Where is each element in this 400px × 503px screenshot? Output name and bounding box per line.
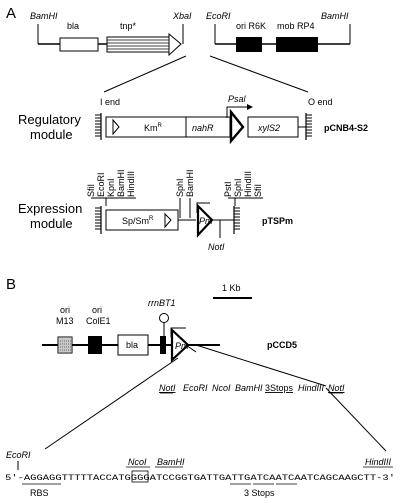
pm-label-a: Pm <box>199 216 213 226</box>
panel-b-label: B <box>6 276 16 293</box>
rrnbt1-terminator-block <box>160 336 166 354</box>
bla-label-b: bla <box>126 340 138 350</box>
site-sphi-right: SphI <box>233 178 243 197</box>
mob-rp4-label: mob RP4 <box>277 21 315 31</box>
noti-label-a: NotI <box>208 242 225 252</box>
pm-promoter-arrow-b <box>170 327 190 363</box>
mcs-noti-2: NotI <box>328 383 345 393</box>
site-sfii-right: SfiI <box>253 184 263 197</box>
pcnb4-s2-label: pCNB4-S2 <box>324 123 368 133</box>
site-hindiii-left: HindIII <box>126 171 136 197</box>
nahr-label: nahR <box>192 123 214 133</box>
expression-module: Expression module SfiI EcoRI KpnI BamHI … <box>18 169 293 252</box>
seq-bamhi-label: BamHI <box>157 457 185 467</box>
seq-ncoi-label: NcoI <box>128 457 147 467</box>
mcs-sites: NotI EcoRI NcoI BamHI 3Stops HindIII Not… <box>159 383 345 394</box>
seq-ecori-label: EcoRI <box>6 450 31 460</box>
bla-label: bla <box>67 21 79 31</box>
mcs-bamhi: BamHI <box>235 383 263 393</box>
rrnbt1-loop <box>159 313 169 323</box>
expression-right-repeat <box>233 206 240 234</box>
rrnbt1-label: rrnBT1 <box>148 298 176 308</box>
seq-hindiii-label: HindIII <box>365 457 392 467</box>
dna-sequence: 5'-AGGAGGTTTTTACCATGGGGATCCGGTGATTGATTGA… <box>5 473 395 483</box>
ori-cole1-block <box>88 336 102 354</box>
ptspm-label: pTSPm <box>262 216 293 226</box>
pm-label-b: Pm <box>175 341 189 351</box>
pm-promoter-arrow <box>196 203 214 238</box>
mcs-sequence: EcoRI NcoI BamHI HindIII 5'-AGGAGGTTTTTA… <box>5 450 395 498</box>
top-plasmid-map: BamHI bla tnp* XbaI EcoRI ori R6K mob RP… <box>30 11 351 93</box>
pccd5-label: pCCD5 <box>267 340 297 350</box>
atg-start-box <box>131 470 149 483</box>
site-psti-right: PstI <box>223 181 233 197</box>
expansion-line-b-far-right <box>325 387 387 452</box>
panel-a-label: A <box>6 5 16 22</box>
expansion-line-left <box>103 55 187 93</box>
site-kpni-left: KpnI <box>106 178 116 197</box>
spsm-label: Sp/SmR <box>122 216 154 226</box>
xyls2-label: xylS2 <box>257 123 280 133</box>
svg-text:1 Kb: 1 Kb <box>222 283 241 293</box>
site-bamhi-mid: BamHI <box>185 169 195 197</box>
scale-bar: 1 Kb <box>213 283 252 299</box>
mcs-ecori: EcoRI <box>183 383 208 393</box>
mob-rp4-block <box>276 37 318 52</box>
regulatory-label-line2: module <box>30 127 73 142</box>
site-sfii-left: SfiI <box>86 184 96 197</box>
spsm-promoter <box>164 212 172 229</box>
pccd5-map: ori M13 ori ColE1 bla rrnBT1 Pm pCCD5 <box>42 298 387 452</box>
mcs-hindiii: HindIII <box>298 383 325 393</box>
i-end-label: I end <box>100 97 120 107</box>
ori-r6k-block <box>236 37 262 52</box>
site-sphi-mid: SphI <box>175 178 185 197</box>
ori-m13-label-1: ori <box>60 305 70 315</box>
psal-promoter-arrow <box>229 108 245 145</box>
kmr-label: KmR <box>144 123 163 133</box>
expansion-line-b-right <box>195 344 327 387</box>
kmr-internal-promoter <box>112 118 120 136</box>
mcs-3stops: 3Stops <box>265 383 294 393</box>
o-end-label: O end <box>308 97 333 107</box>
ori-m13-label-2: M13 <box>56 316 74 326</box>
expansion-line-right <box>209 55 309 93</box>
xbai-label: XbaI <box>172 11 192 21</box>
rbs-label: RBS <box>30 488 49 498</box>
ecori-top-label: EcoRI <box>206 11 231 21</box>
tnp-label: tnp* <box>120 21 137 31</box>
ori-cole1-label-1: ori <box>92 305 102 315</box>
bla-gene-box-b <box>117 334 149 356</box>
o-end-repeat <box>305 113 312 140</box>
expression-left-repeat <box>95 206 102 234</box>
site-hindiii-right: HindIII <box>243 171 253 197</box>
site-ecori-left: EcoRI <box>96 172 106 197</box>
ori-r6k-label: ori R6K <box>236 21 266 31</box>
ori-m13-block <box>57 336 73 354</box>
regulatory-module: Regulatory module I end O end KmR nahR P… <box>18 94 368 145</box>
site-bamhi-left: BamHI <box>116 169 126 197</box>
bla-gene-box <box>59 37 99 52</box>
bamhi-right-label: BamHI <box>321 11 349 21</box>
mcs-noti-1: NotI <box>159 383 176 393</box>
tnp-gene-hatched <box>106 32 182 57</box>
expression-label-line2: module <box>30 216 73 231</box>
bamhi-left-label: BamHI <box>30 11 58 21</box>
psal-bent-arrow <box>226 106 247 118</box>
expression-label-line1: Expression <box>18 201 82 216</box>
stops-label: 3 Stops <box>244 488 275 498</box>
psal-label: Psal <box>228 94 247 104</box>
regulatory-label-line1: Regulatory <box>18 112 81 127</box>
i-end-repeat <box>95 113 102 140</box>
ori-cole1-label-2: ColE1 <box>86 316 111 326</box>
mcs-ncoi: NcoI <box>212 383 231 393</box>
expansion-line-b-left <box>44 357 179 450</box>
